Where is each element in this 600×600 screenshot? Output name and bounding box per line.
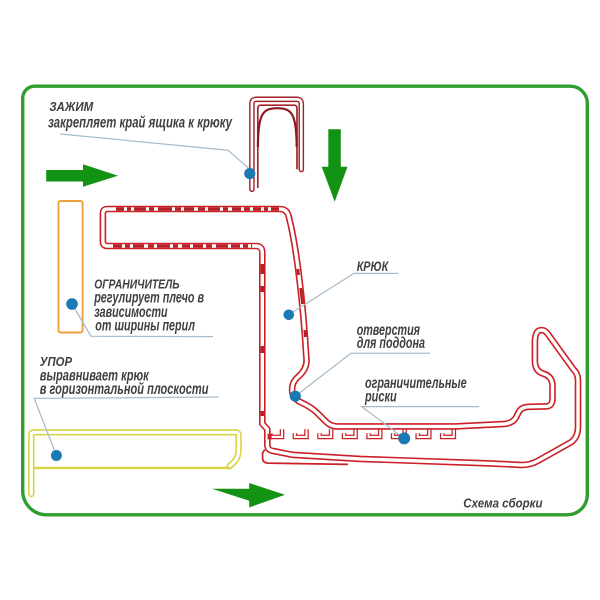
svg-text:КРЮК: КРЮК — [357, 259, 389, 274]
svg-text:выравнивает крюк: выравнивает крюк — [40, 368, 150, 385]
svg-text:Схема сборки: Схема сборки — [463, 496, 542, 511]
svg-text:риски: риски — [364, 388, 397, 405]
svg-text:регулирует плечо в: регулирует плечо в — [94, 289, 204, 306]
svg-text:ограничительные: ограничительные — [365, 375, 467, 392]
svg-text:зависимости: зависимости — [94, 304, 168, 321]
svg-text:ЗАЖИМ: ЗАЖИМ — [49, 99, 94, 114]
svg-text:ОГРАНИЧИТЕЛЬ: ОГРАНИЧИТЕЛЬ — [94, 277, 179, 291]
svg-text:в горизонтальной плоскости: в горизонтальной плоскости — [40, 381, 209, 398]
svg-text:от ширины перил: от ширины перил — [95, 317, 195, 334]
svg-text:для поддона: для поддона — [357, 335, 426, 352]
svg-text:УПОР: УПОР — [40, 354, 72, 369]
svg-text:отверстия: отверстия — [357, 322, 420, 339]
svg-text:закрепляет край ящика к крюку: закрепляет край ящика к крюку — [48, 115, 233, 132]
